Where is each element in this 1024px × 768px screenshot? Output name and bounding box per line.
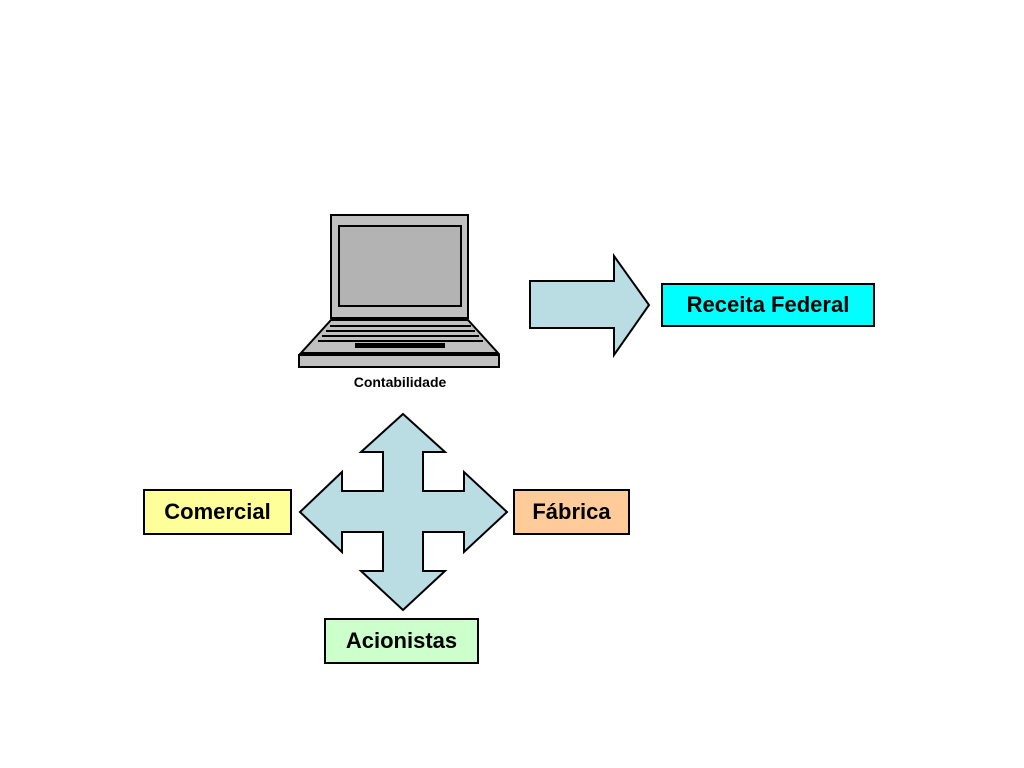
- laptop-screen: [338, 225, 462, 307]
- receita-federal-box: Receita Federal: [661, 283, 875, 327]
- fabrica-box: Fábrica: [513, 489, 630, 535]
- right-block-arrow-icon: [529, 252, 651, 359]
- laptop-icon: [298, 214, 501, 368]
- laptop-base: [298, 354, 500, 368]
- four-way-arrow-icon: [298, 412, 509, 612]
- comercial-box: Comercial: [143, 489, 292, 535]
- acionistas-box: Acionistas: [324, 618, 479, 664]
- laptop-spacebar: [355, 343, 445, 348]
- laptop-caption: Contabilidade: [353, 374, 447, 390]
